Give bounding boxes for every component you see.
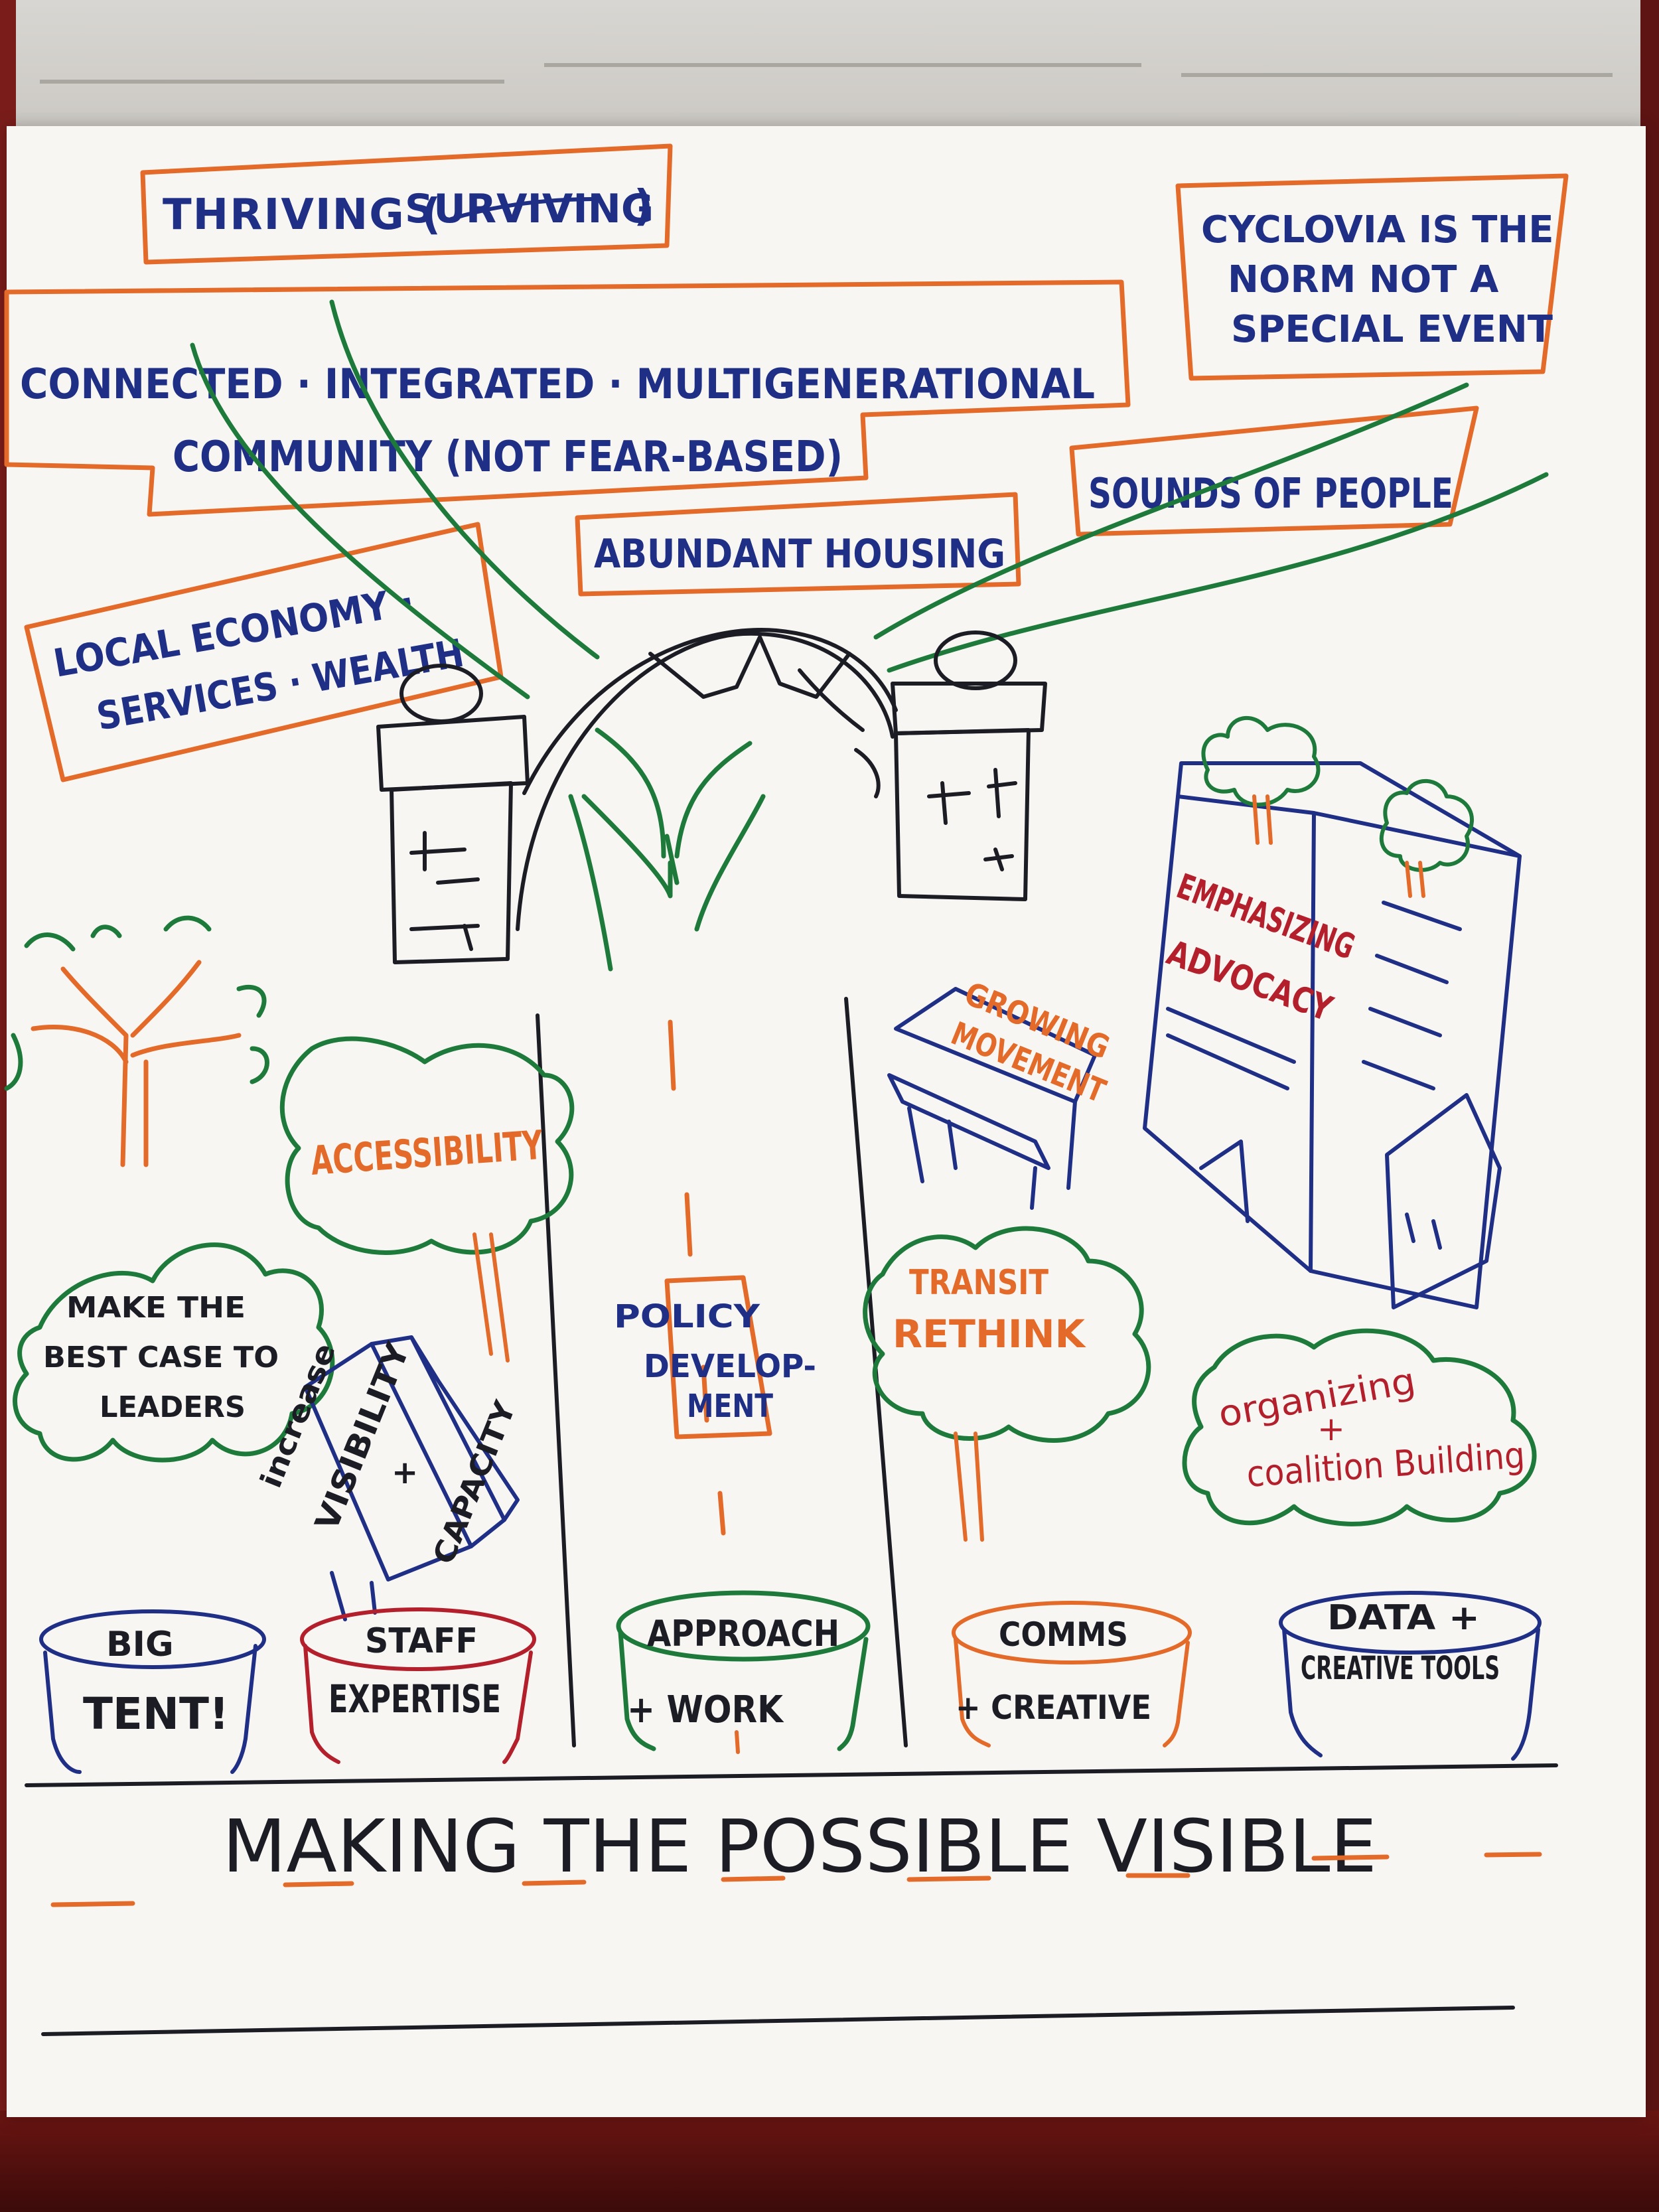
text-policy-3: MENT xyxy=(687,1388,773,1425)
foundation-top: COMMS xyxy=(999,1615,1128,1654)
foundation-bottom: + CREATIVE xyxy=(956,1688,1151,1727)
text-plus: + xyxy=(392,1454,418,1491)
text-policy-2: DEVELOP- xyxy=(644,1348,816,1385)
box-sounds: SOUNDS OF PEOPLE xyxy=(1072,408,1477,534)
foundation-bottom: EXPERTISE xyxy=(328,1676,501,1722)
foundation-bottom: + WORK xyxy=(627,1688,784,1732)
text-community: COMMUNITY (NOT FEAR-BASED) xyxy=(173,433,843,482)
text-surviving-struck: SURVIVING xyxy=(405,186,654,232)
pot-data-tools: DATA + CREATIVE TOOLS xyxy=(1281,1593,1540,1759)
text-accessibility: ACCESSIBILITY xyxy=(309,1122,545,1185)
pot-comms-creative: COMMS + CREATIVE xyxy=(954,1603,1190,1745)
foundation-bottom: TENT! xyxy=(83,1688,229,1739)
text-thriving: THRIVING ( xyxy=(163,190,442,240)
ground-line xyxy=(27,1765,1556,1785)
foundation-top: BIG xyxy=(106,1625,174,1664)
text-cyclovia-2: NORM NOT A xyxy=(1228,258,1499,301)
box-cyclovia: CYCLOVIA IS THE NORM NOT A SPECIAL EVENT xyxy=(1178,176,1566,378)
text-transit-2: RETHINK xyxy=(893,1311,1086,1357)
foundation-top: STAFF xyxy=(365,1621,478,1661)
box-connected: CONNECTED · INTEGRATED · MULTIGENERATION… xyxy=(7,282,1128,514)
text-make-3: LEADERS xyxy=(100,1390,246,1424)
box-thriving: THRIVING ( SURVIVING ) xyxy=(143,146,670,262)
pot-big-tent: BIG TENT! xyxy=(41,1611,264,1772)
foundation-bottom: CREATIVE TOOLS xyxy=(1301,1650,1500,1687)
text-make-1: MAKE THE xyxy=(66,1291,246,1325)
pot-approach-work: APPROACH + WORK xyxy=(618,1593,868,1752)
text-transit-1: TRANSIT xyxy=(909,1263,1048,1303)
gate xyxy=(378,630,1045,962)
text-cyclovia-1: CYCLOVIA IS THE xyxy=(1201,208,1554,252)
transit-tree: TRANSIT RETHINK xyxy=(865,1228,1149,1540)
title-block: MAKING THE POSSIBLE VISIBLE xyxy=(43,1804,1540,2034)
left-tree xyxy=(7,918,267,1165)
text-connected: CONNECTED · INTEGRATED · MULTIGENERATION… xyxy=(20,360,1095,408)
accessibility-tree: ACCESSIBILITY xyxy=(282,1039,571,1361)
policy-box: POLICY DEVELOP- MENT xyxy=(614,1278,816,1437)
text-make-2: BEST CASE TO xyxy=(43,1341,279,1374)
text-organizing-2: + xyxy=(1317,1410,1345,1448)
bench: GROWING MOVEMENT xyxy=(889,975,1115,1208)
building: EMPHASIZING ADVOCACY xyxy=(1145,718,1520,1307)
books: increase VISIBILITY + CAPACITY xyxy=(254,1337,523,1619)
text-cyclovia-3: SPECIAL EVENT xyxy=(1231,308,1553,351)
organizing-cloud: organizing + coalition Building xyxy=(1185,1331,1534,1524)
text-policy-1: POLICY xyxy=(614,1298,760,1335)
text-thriving-close: ) xyxy=(634,182,653,231)
page-title: MAKING THE POSSIBLE VISIBLE xyxy=(222,1804,1377,1889)
pot-staff-expertise: STAFF EXPERTISE xyxy=(302,1609,534,1762)
text-sounds: SOUNDS OF PEOPLE xyxy=(1088,469,1453,518)
text-organizing-3: coalition Building xyxy=(1246,1434,1526,1495)
box-economy: LOCAL ECONOMY · SERVICES · WEALTH xyxy=(27,524,501,780)
text-housing: ABUNDANT HOUSING xyxy=(594,531,1005,577)
foundation-top: DATA + xyxy=(1327,1598,1480,1638)
box-housing: ABUNDANT HOUSING xyxy=(577,494,1019,594)
foundation-top: APPROACH xyxy=(647,1613,839,1655)
